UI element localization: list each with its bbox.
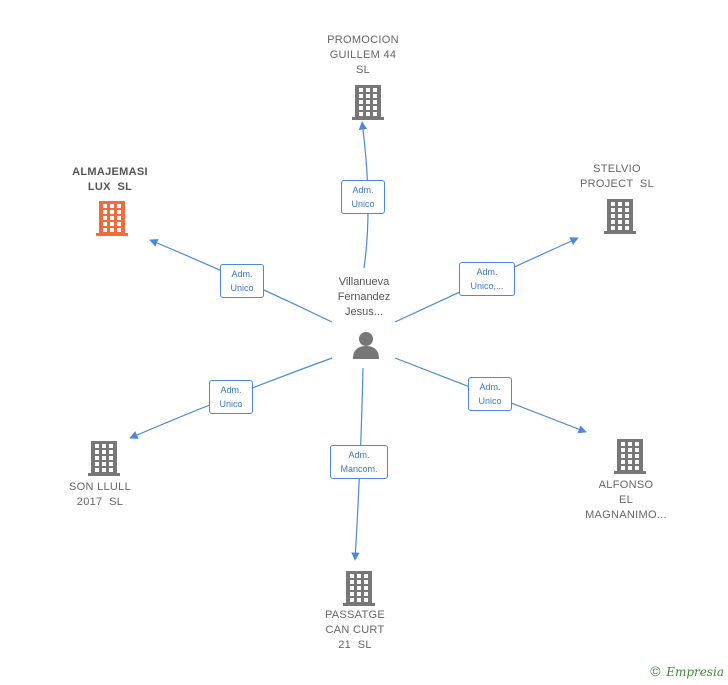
company-name-line: LUX SL	[87, 181, 133, 193]
role-badge-sonllull[interactable]: Adm. Unico	[209, 380, 253, 414]
role-text-line: Adm.	[231, 269, 253, 279]
brand-logo[interactable]: Empresia	[666, 665, 724, 679]
building-icon[interactable]	[343, 570, 375, 606]
company-name-line: ALFONSO	[598, 479, 654, 491]
building-icon[interactable]	[88, 440, 120, 476]
company-name-line: CAN CURT	[325, 624, 385, 636]
copyright-icon: ©	[650, 663, 661, 679]
company-name-line: PASSATGE	[324, 609, 386, 621]
company-name-line: EL	[618, 494, 634, 506]
company-name-line: STELVIO	[593, 163, 641, 175]
company-label-stelvio[interactable]: STELVIO PROJECT SL	[572, 162, 662, 192]
person-icon[interactable]	[351, 330, 381, 360]
role-text-line: Adm.	[476, 267, 498, 277]
role-text-line: Unico	[219, 399, 243, 409]
building-icon[interactable]	[352, 84, 384, 120]
company-label-passatge[interactable]: PASSATGE CAN CURT 21 SL	[310, 608, 400, 653]
role-badge-passatge[interactable]: Adm. Mancom.	[330, 445, 388, 479]
building-icon[interactable]	[604, 198, 636, 234]
role-text-line: Adm.	[479, 382, 501, 392]
role-text-line: Unico	[230, 283, 254, 293]
company-name-line: 21 SL	[338, 639, 372, 651]
center-person-label[interactable]: Villanueva Fernandez Jesus...	[318, 275, 410, 320]
building-icon[interactable]	[614, 438, 646, 474]
role-badge-stelvio[interactable]: Adm. Unico,...	[459, 262, 515, 296]
company-name-line: SON LLULL	[68, 481, 131, 493]
company-name-line: GUILLEM 44	[329, 49, 397, 61]
center-name-line: Jesus...	[345, 306, 383, 318]
company-name-line: PROMOCION	[327, 34, 399, 46]
role-text-line: Unico,...	[470, 281, 504, 291]
role-text-line: Adm.	[220, 385, 242, 395]
company-label-promocion[interactable]: PROMOCION GUILLEM 44 SL	[318, 33, 408, 78]
company-name-line: 2017 SL	[76, 496, 124, 508]
role-text-line: Mancom.	[340, 464, 378, 474]
company-name-line: SL	[355, 64, 371, 76]
role-text-line: Unico	[351, 199, 375, 209]
company-name-line: MAGNANIMO...	[585, 509, 667, 521]
role-badge-almajemasi[interactable]: Adm. Unico	[220, 264, 264, 298]
company-label-almajemasi[interactable]: ALMAJEMASI LUX SL	[55, 165, 165, 195]
company-name-line: ALMAJEMASI	[72, 166, 148, 178]
footer-brand: © Empresia	[650, 663, 724, 679]
center-name-line: Villanueva	[338, 276, 390, 288]
role-badge-alfonso[interactable]: Adm. Unico	[468, 377, 512, 411]
company-name-line: PROJECT SL	[579, 178, 654, 190]
role-badge-promocion[interactable]: Adm. Unico	[341, 180, 385, 214]
center-name-line: Fernandez	[337, 291, 391, 303]
role-text-line: Unico	[478, 396, 502, 406]
role-text-line: Adm.	[352, 185, 374, 195]
company-label-alfonso[interactable]: ALFONSO EL MAGNANIMO...	[580, 478, 672, 523]
role-text-line: Adm.	[348, 450, 370, 460]
company-label-sonllull[interactable]: SON LLULL 2017 SL	[55, 480, 145, 510]
building-icon[interactable]	[96, 200, 128, 236]
